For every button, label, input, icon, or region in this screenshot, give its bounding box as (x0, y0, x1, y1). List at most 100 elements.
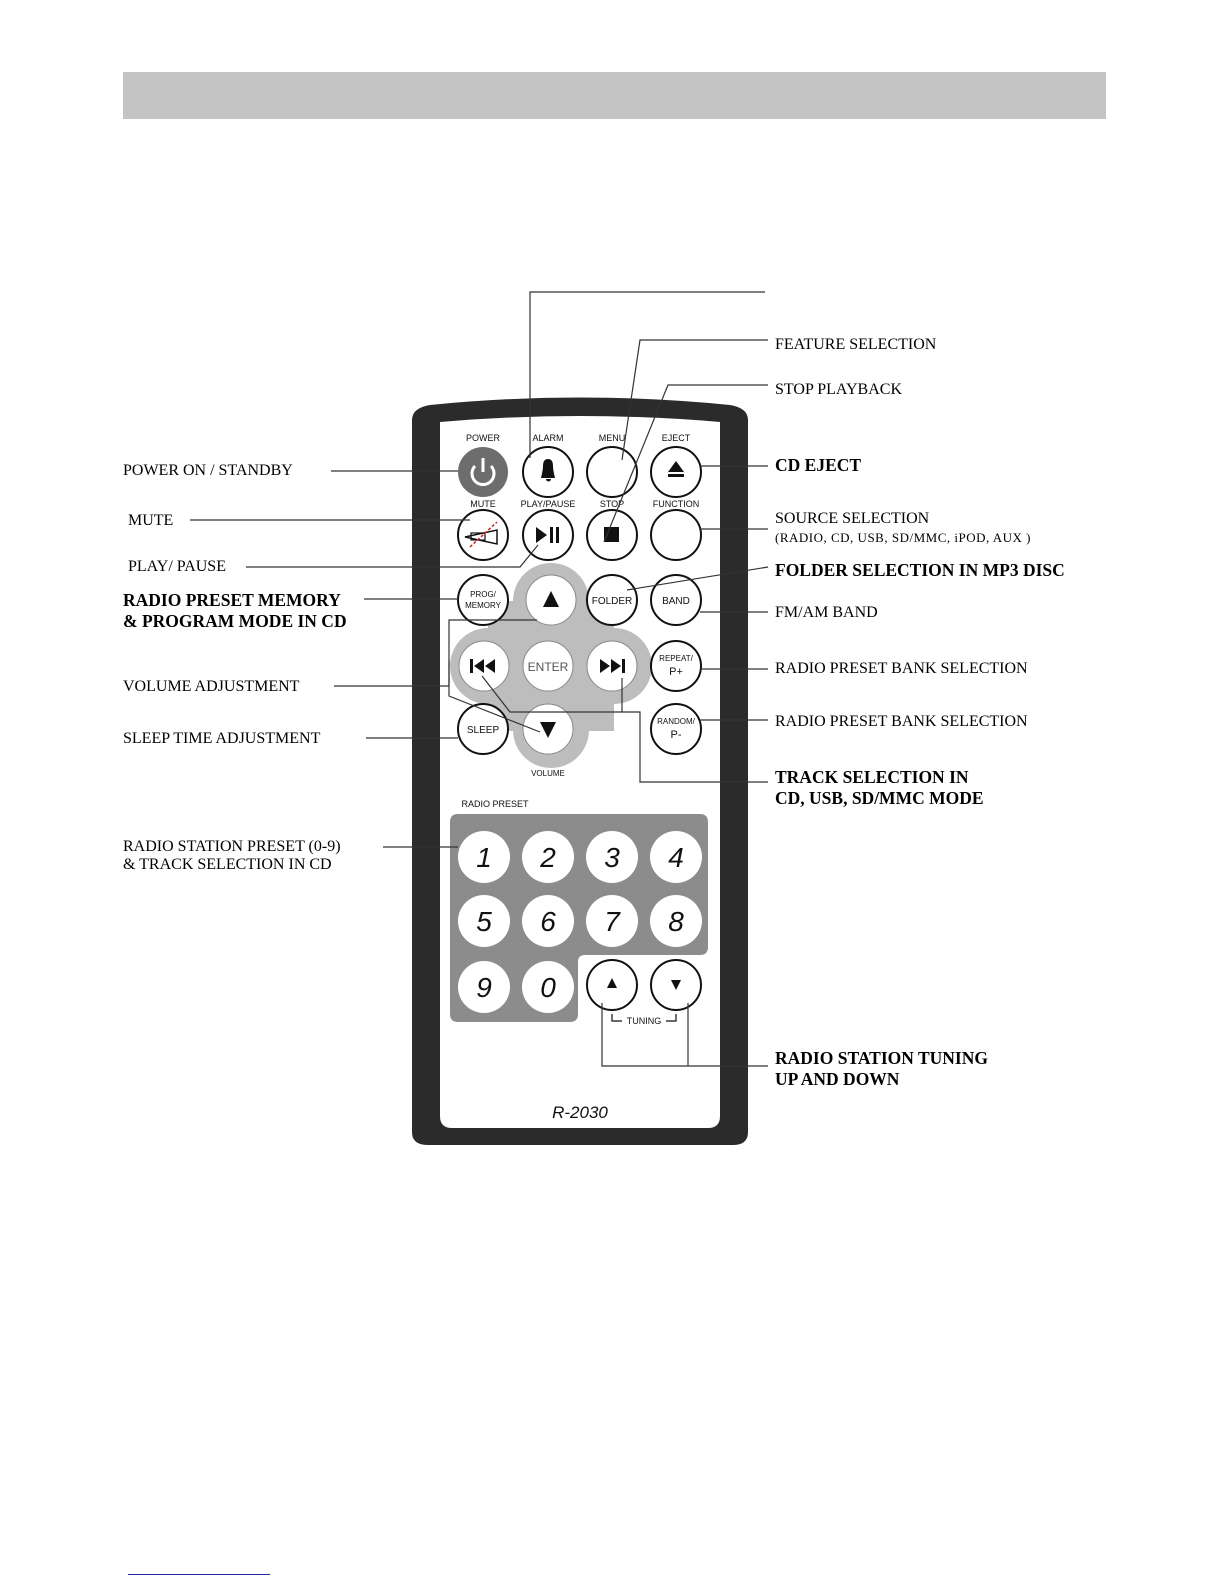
stop-icon (604, 527, 619, 542)
model-label: R-2030 (552, 1103, 608, 1122)
bell-icon (541, 459, 555, 482)
number-key-8[interactable] (650, 895, 702, 947)
mute-key-label: MUTE (470, 499, 496, 509)
digit-label: 1 (476, 842, 492, 873)
enter-key-label: ENTER (528, 660, 569, 674)
label-preset-bank-1: RADIO PRESET BANK SELECTION (775, 660, 1028, 677)
label-folder-selection: FOLDER SELECTION IN MP3 DISC (775, 560, 1065, 580)
next-track-icon (600, 659, 625, 673)
alarm-key-label: ALARM (532, 433, 563, 443)
leader-folder (626, 566, 769, 591)
label-preset-bank-2: RADIO PRESET BANK SELECTION (775, 713, 1028, 730)
menu-key-label: MENU (599, 433, 626, 443)
callout-lines (190, 291, 769, 1067)
leader-menu (621, 339, 768, 461)
label-sleep-time: SLEEP TIME ADJUSTMENT (123, 730, 321, 747)
random-key-label-2: P- (671, 729, 682, 741)
digit-label: 2 (539, 842, 556, 873)
leader-tuning (601, 1003, 768, 1067)
sleep-key-label: SLEEP (467, 725, 500, 736)
label-station-preset-1: RADIO STATION PRESET (0-9) (123, 838, 341, 855)
play-pause-button[interactable] (522, 509, 574, 561)
leader-volume-down (448, 660, 541, 733)
number-key-3[interactable] (586, 831, 638, 883)
footer-link-underline (128, 1574, 270, 1575)
digit-label: 9 (476, 972, 492, 1003)
arrow-down-icon (540, 722, 556, 738)
leader-stop (603, 384, 768, 543)
band-button[interactable] (650, 574, 702, 626)
radio-preset-label: RADIO PRESET (461, 799, 529, 809)
label-volume-adjustment: VOLUME ADJUSTMENT (123, 678, 300, 695)
eject-icon (668, 461, 684, 477)
number-key-2[interactable] (522, 831, 574, 883)
tuning-bracket (611, 1014, 677, 1022)
label-mute: MUTE (128, 512, 174, 529)
label-station-preset-2: & TRACK SELECTION IN CD (123, 856, 332, 873)
label-source-selection: SOURCE SELECTION (775, 510, 930, 527)
label-stop-playback: STOP PLAYBACK (775, 381, 903, 398)
number-key-1[interactable] (458, 831, 510, 883)
label-play-pause: PLAY/ PAUSE (128, 558, 226, 575)
digit-label: 0 (540, 972, 556, 1003)
prog-memory-button[interactable] (457, 574, 509, 626)
tuning-up-icon (607, 978, 617, 988)
play-pause-key-label: PLAY/PAUSE (521, 499, 576, 509)
label-power-standby: POWER ON / STANDBY (123, 462, 293, 479)
digit-label: 4 (668, 842, 684, 873)
folder-key-label: FOLDER (592, 596, 633, 607)
label-source-selection-sub: (RADIO, CD, USB, SD/MMC, iPOD, AUX ) (775, 530, 1032, 545)
digit-label: 6 (540, 906, 556, 937)
leader-play-pause (246, 544, 539, 568)
digit-label: 7 (604, 906, 621, 937)
tuning-label: TUNING (627, 1016, 662, 1026)
volume-label: VOLUME (531, 769, 565, 778)
tuning-down-icon (671, 980, 681, 990)
random-button[interactable] (650, 703, 702, 755)
sleep-button[interactable] (457, 703, 509, 755)
leader-track (481, 675, 768, 783)
number-key-5[interactable] (458, 895, 510, 947)
digit-label: 5 (476, 906, 492, 937)
menu-button[interactable] (586, 446, 638, 498)
repeat-key-label-2: P+ (669, 666, 683, 678)
arrow-up-icon (543, 591, 559, 607)
label-track-selection-2: CD, USB, SD/MMC MODE (775, 788, 984, 808)
number-key-6[interactable] (522, 895, 574, 947)
label-preset-memory-2: & PROGRAM MODE IN CD (123, 611, 347, 631)
number-key-4[interactable] (650, 831, 702, 883)
number-key-9[interactable] (458, 961, 510, 1013)
band-key-label: BAND (662, 596, 690, 607)
label-station-tuning-2: UP AND DOWN (775, 1069, 900, 1089)
label-fm-am-band: FM/AM BAND (775, 604, 878, 621)
label-track-selection-1: TRACK SELECTION IN (775, 767, 969, 787)
repeat-button[interactable] (650, 640, 702, 692)
number-key-0[interactable] (522, 961, 574, 1013)
trumpet-muted-icon (464, 521, 498, 548)
header-bar (123, 72, 1106, 119)
previous-track-icon (470, 659, 495, 673)
label-cd-eject: CD EJECT (775, 455, 862, 475)
label-station-tuning-1: RADIO STATION TUNING (775, 1048, 988, 1068)
random-key-label-1: RANDOM/ (657, 717, 696, 726)
function-key-label: FUNCTION (653, 499, 700, 509)
prog-memory-key-label-1: PROG/ (470, 590, 497, 599)
power-icon (470, 458, 496, 486)
stop-key-label: STOP (600, 499, 624, 509)
label-feature-selection: FEATURE SELECTION (775, 336, 937, 353)
digit-label: 3 (604, 842, 620, 873)
digit-label: 8 (668, 906, 684, 937)
enter-button[interactable] (522, 640, 574, 692)
eject-key-label: EJECT (662, 433, 691, 443)
folder-button[interactable] (586, 574, 638, 626)
number-key-7[interactable] (586, 895, 638, 947)
keypad-panel (450, 814, 708, 1022)
power-key-label: POWER (466, 433, 501, 443)
label-preset-memory-1: RADIO PRESET MEMORY (123, 590, 341, 610)
leader-alarm (529, 291, 765, 458)
repeat-key-label-1: REPEAT/ (659, 654, 693, 663)
play-pause-icon (536, 527, 559, 543)
function-button[interactable] (650, 509, 702, 561)
prog-memory-key-label-2: MEMORY (465, 601, 502, 610)
